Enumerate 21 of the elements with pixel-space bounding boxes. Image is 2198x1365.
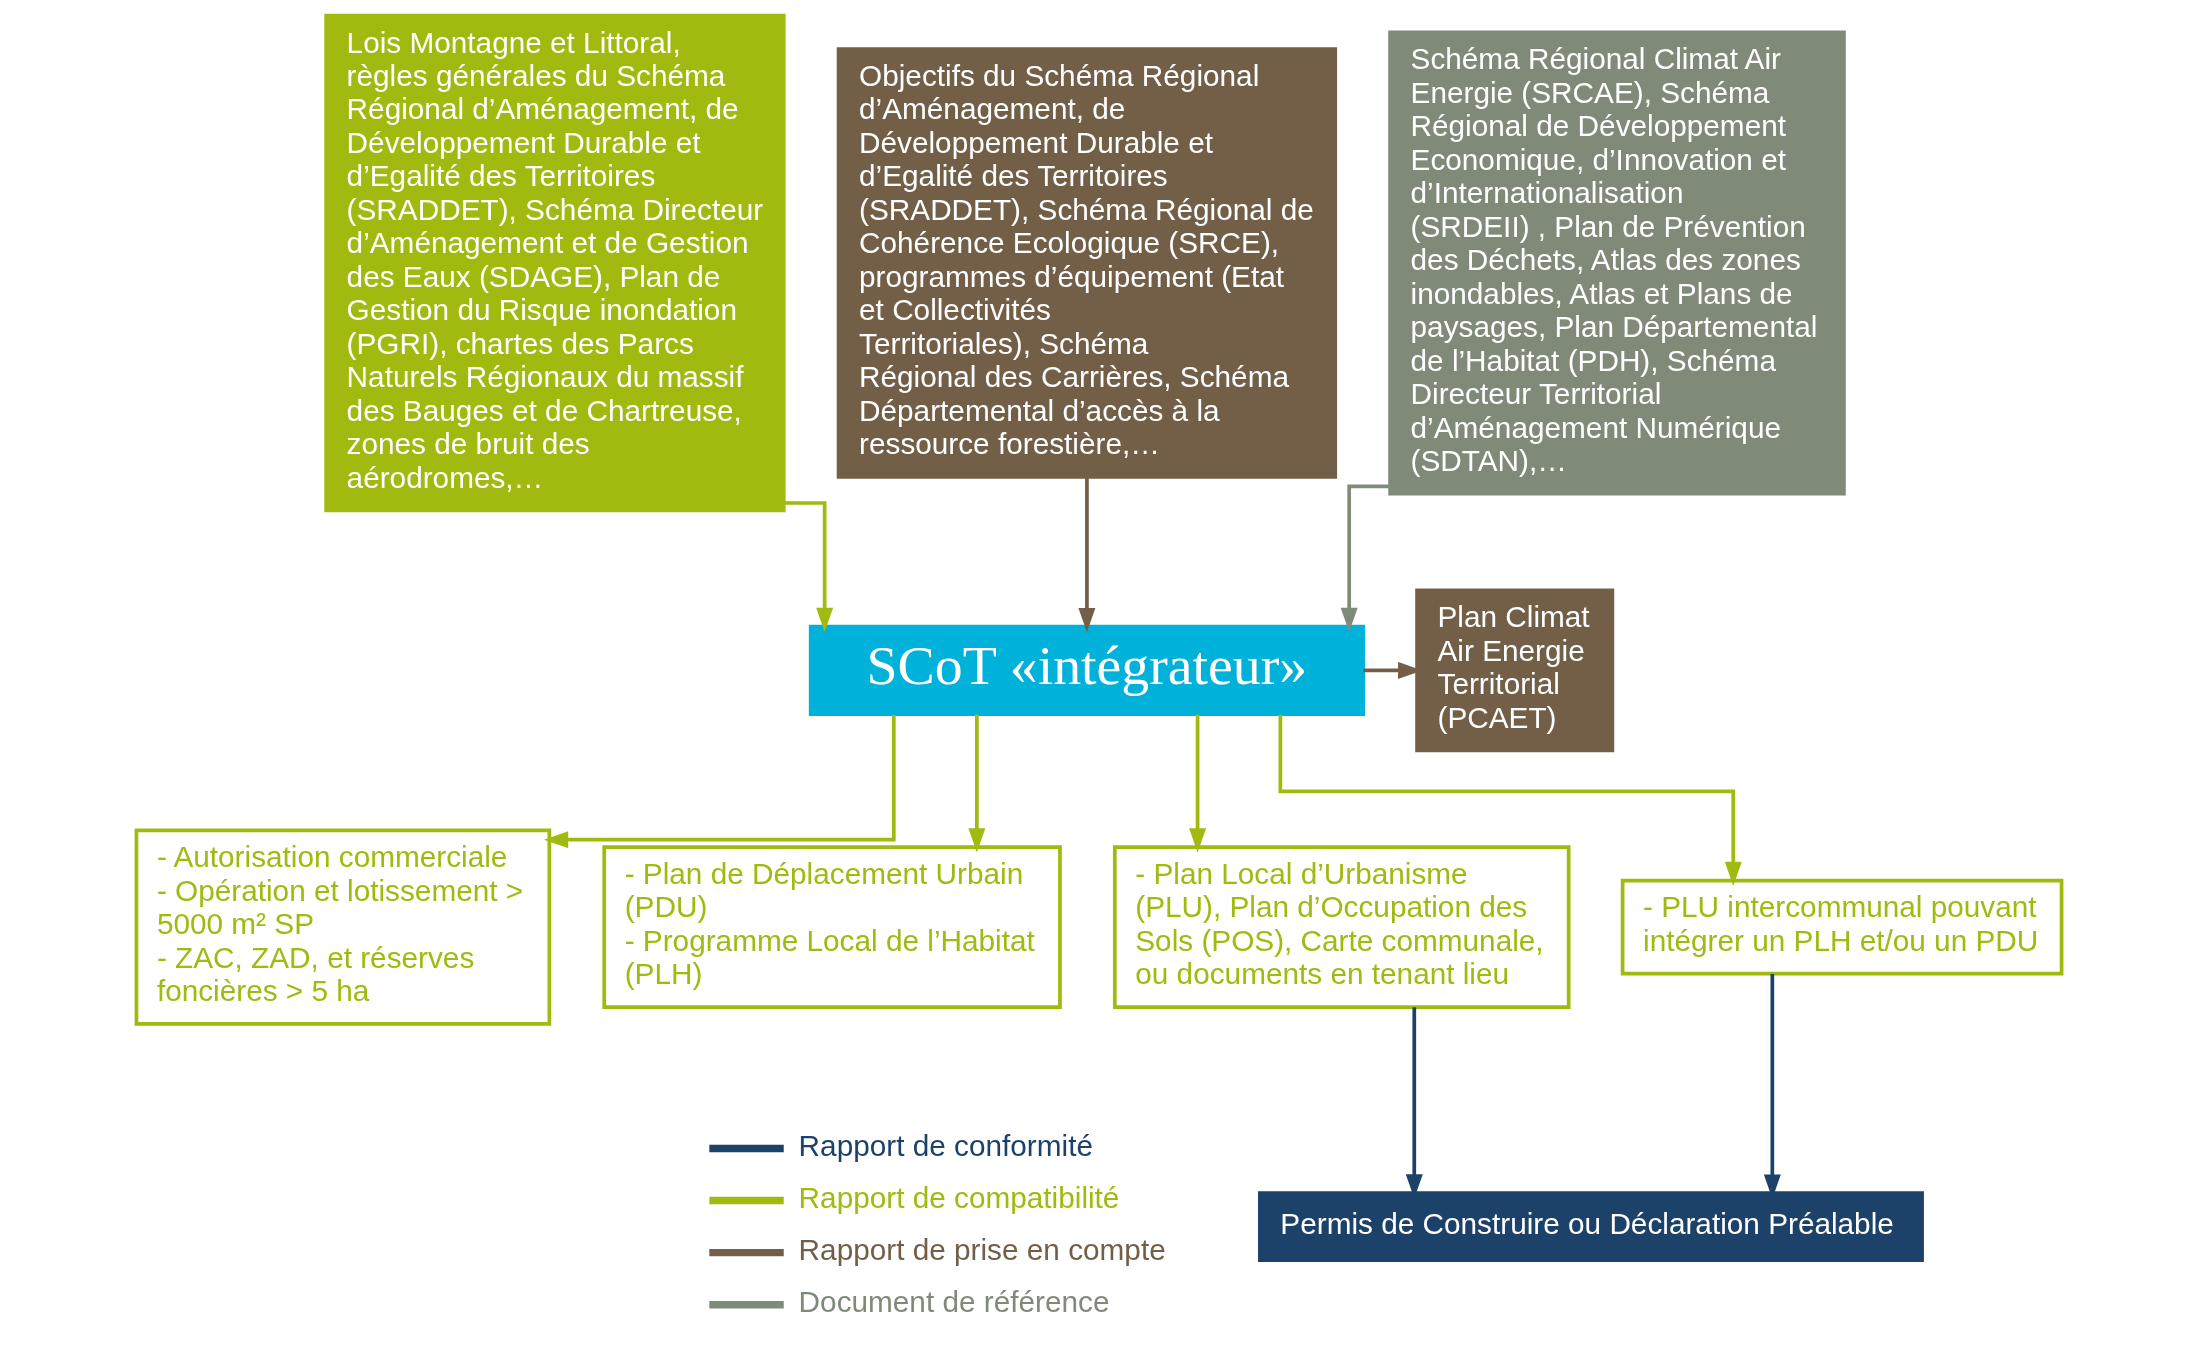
node-box: Lois Montagne et Littoral, règles générales du Schéma Régional d’Aménagement, de Développement Durable et d’Egalité des Territoires (SRADDET), Schéma Directeur d’Aménagement et de Gestion des Eaux (SDAGE), Plan de Gestion du Risque inondation (PGRI), chartes des Parcs Naturels Régionaux du massif des Bauges et de Chartreuse, zones de bruit des aérodromes,… xyxy=(324,13,786,513)
arrow xyxy=(1340,484,1390,632)
node-box: - Plan Local d’Urbanisme (PLU), Plan d’Occupation des Sols (POS), Carte communale, ou documents en tenant lieu xyxy=(1112,845,1571,1009)
legend-label: Rapport de prise en compte xyxy=(798,1232,1166,1266)
arrow xyxy=(1189,714,1207,853)
legend-label: Rapport de conformité xyxy=(798,1128,1093,1162)
legend-label: Document de référence xyxy=(798,1284,1110,1318)
node-box: - Plan de Déplacement Urbain (PDU) - Programme Local de l’Habitat (PLH) xyxy=(602,845,1062,1009)
node-box: - Autorisation commerciale - Opération et lotissement > 5000 m² SP - ZAC, ZAD, et réserves foncières > 5 ha xyxy=(134,828,552,1026)
node-box: SCoT «intégrateur» xyxy=(808,624,1365,716)
arrow xyxy=(1278,714,1742,886)
arrow xyxy=(784,501,834,633)
node-box: Schéma Régional Climat Air Energie (SRCAE), Schéma Régional de Développement Economique, d’Innovation et d’Internationalisation (SRDEII) , Plan de Prévention des Déchets, Atlas des zones inondables, Atlas et Plans de paysages, Plan Départemental de l’Habitat (PDH), Schéma Directeur Territorial d’Aménagement Numérique (SDTAN),… xyxy=(1388,30,1846,496)
node-box: Objectifs du Schéma Régional d’Aménagement, de Développement Durable et d’Egalité des Territoires (SRADDET), Schéma Régional de Cohérence Ecologique (SRCE), programmes d’équipement (Etat et Collectivités Territoriales), Schéma Régional des Carrières, Schéma Départemental d’accès à la ressource forestière,… xyxy=(836,47,1338,479)
node-box: Plan Climat Air Energie Territorial (PCAET) xyxy=(1415,588,1615,753)
node-box: Permis de Construire ou Déclaration Préalable xyxy=(1258,1191,1924,1262)
arrow xyxy=(1078,477,1096,633)
arrow xyxy=(543,714,896,849)
node-box: - PLU intercommunal pouvant intégrer un PLH et/ou un PDU xyxy=(1620,878,2064,976)
arrow xyxy=(968,714,986,853)
legend-label: Rapport de compatibilité xyxy=(798,1180,1120,1214)
